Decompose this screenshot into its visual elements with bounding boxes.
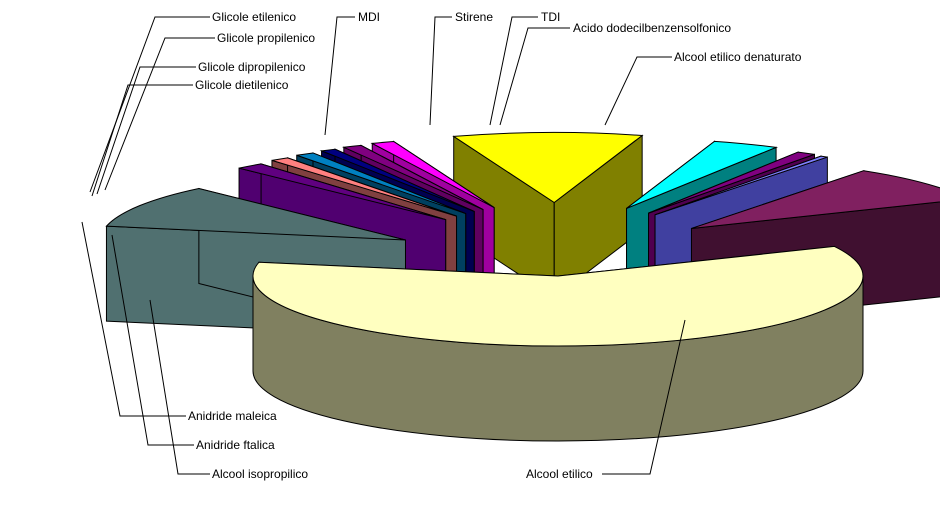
label-anidride-ftalica: Anidride ftalica	[196, 438, 275, 452]
label-stirene: Stirene	[455, 10, 494, 24]
leader-line	[604, 56, 672, 126]
label-alcool-isopropilico: Alcool isopropilico	[212, 467, 309, 481]
label-glicole-dipropilenico: Glicole dipropilenico	[198, 60, 306, 74]
leader-line	[489, 16, 538, 126]
leader-line	[96, 66, 196, 195]
label-glicole-etilenico: Glicole etilenico	[212, 10, 297, 24]
pie-slice-glicole-dipropilenico	[319, 148, 475, 212]
pie-slice-alcool-etilico	[252, 245, 864, 347]
pie-slice-tdi	[648, 151, 815, 214]
label-acido-dodecilbenzensolfonico: Acido dodecilbenzensolfonico	[573, 21, 732, 35]
pie-slice-alcool-isopropilico	[105, 187, 406, 241]
pie-slice-mdi	[452, 132, 644, 204]
leader-line	[149, 299, 210, 475]
pie-slice-alcool-etilico-denaturato	[691, 170, 940, 229]
leader-line	[429, 16, 452, 126]
label-anidride-maleica: Anidride maleica	[188, 409, 277, 423]
leader-line	[602, 319, 686, 475]
label-glicole-dietilenico: Glicole dietilenico	[195, 78, 289, 92]
leader-line	[499, 27, 570, 126]
label-alcool-etilico: Alcool etilico	[526, 467, 593, 481]
pie-slice-glicole-dietilenico	[296, 152, 466, 215]
leader-line	[81, 221, 186, 417]
pie-slice-acido-dodecilbenzensolfonico	[654, 155, 828, 216]
leader-line	[91, 84, 193, 197]
pie-slice-anidride-ftalica	[271, 157, 457, 217]
pie-slice-stirene	[626, 140, 779, 209]
pie-slice-glicole-propilenico	[341, 144, 484, 211]
leader-line	[111, 234, 194, 446]
label-mdi: MDI	[358, 10, 380, 24]
label-alcool-etilico-denaturato: Alcool etilico denaturato	[674, 50, 802, 64]
leader-line	[89, 16, 210, 193]
pie-slice-glicole-etilenico	[370, 140, 495, 209]
leader-line	[324, 16, 355, 136]
label-glicole-propilenico: Glicole propilenico	[217, 31, 316, 45]
leader-line	[104, 37, 215, 191]
label-tdi: TDI	[541, 10, 561, 24]
pie-slice-anidride-maleica	[238, 163, 446, 221]
